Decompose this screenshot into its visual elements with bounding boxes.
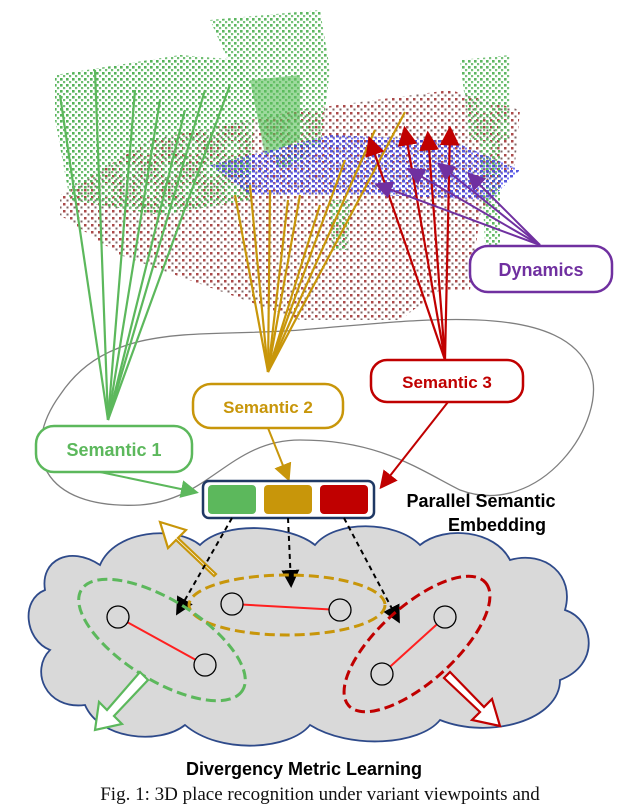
embedding-bar [201, 479, 376, 520]
semantic3-label-box: Semantic 3 [369, 358, 525, 404]
embedding-segment-1 [208, 485, 256, 514]
semantic2-cluster [187, 573, 387, 637]
semantic2-rays [233, 111, 406, 373]
semantic3-label: Semantic 3 [402, 373, 492, 392]
semantic1-label: Semantic 1 [66, 440, 161, 460]
figure-caption: Fig. 1: 3D place recognition under varia… [100, 784, 540, 805]
node [220, 592, 244, 616]
dynamics-label-box: Dynamics [468, 244, 614, 294]
semantic-space-outline [40, 318, 595, 506]
parallel-label-line1: Parallel Semantic [406, 491, 555, 511]
up-left-hollow-arrow [158, 520, 218, 578]
divergency-label: Divergency Metric Learning [186, 759, 422, 779]
semantic3-cluster [342, 574, 492, 714]
down-right-hollow-arrow [442, 670, 502, 728]
metric-cloud [27, 525, 590, 747]
dynamics-label: Dynamics [498, 260, 583, 280]
embedding-arrows [99, 401, 449, 498]
figure-canvas: Dynamics Semantic 3 Semantic 2 Semantic … [27, 10, 614, 779]
embedding-segment-2 [264, 485, 312, 514]
embedding-segment-3 [320, 485, 368, 514]
node [433, 605, 457, 629]
node [328, 598, 352, 622]
down-left-hollow-arrow [93, 670, 150, 732]
node [106, 605, 130, 629]
projection-arrows [176, 517, 400, 624]
parallel-label-line2: Embedding [448, 515, 546, 535]
dynamics-rays [374, 162, 541, 246]
semantic3-rays [365, 125, 460, 361]
node [370, 662, 394, 686]
node [193, 653, 217, 677]
semantic2-label-box: Semantic 2 [191, 382, 345, 430]
semantic1-label-box: Semantic 1 [34, 424, 194, 474]
semantic1-rays [58, 69, 232, 421]
semantic2-label: Semantic 2 [223, 398, 313, 417]
